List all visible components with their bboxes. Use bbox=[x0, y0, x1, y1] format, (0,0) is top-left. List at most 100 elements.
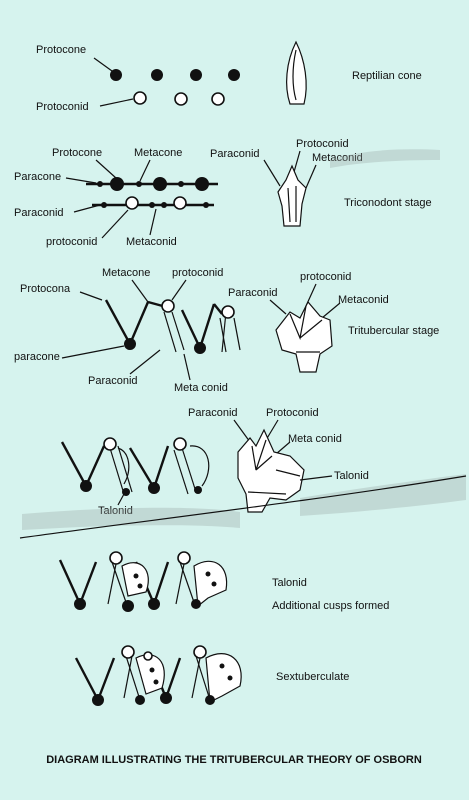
cusp-dot bbox=[151, 69, 163, 81]
main-cusp-ring bbox=[173, 196, 187, 210]
label-metaconid-2: Metaconid bbox=[312, 152, 363, 164]
v-arm bbox=[128, 447, 156, 489]
label-talonid-4b: Talonid bbox=[334, 470, 369, 482]
cusp-dot bbox=[92, 694, 104, 706]
cusp-dot bbox=[191, 599, 201, 609]
triconodont-tooth-drawing bbox=[277, 164, 307, 227]
talonid-basin bbox=[205, 653, 242, 703]
pointer-protoconid-1 bbox=[99, 98, 134, 107]
cusp-dot bbox=[194, 342, 206, 354]
cusp-ring bbox=[211, 92, 225, 106]
pointer-paracone-3 bbox=[61, 345, 125, 359]
cusp-dot bbox=[160, 692, 172, 704]
label-paraconid-4: Paraconid bbox=[188, 407, 238, 419]
pointer-protoconid-2b bbox=[101, 209, 129, 239]
label-protocone-2: Protocone bbox=[52, 147, 102, 159]
pointer-protoconid-4 bbox=[265, 419, 279, 441]
stage-triconodont: Protocone Metacone Paracone Paraconid pr… bbox=[14, 138, 440, 248]
cusp-ring bbox=[221, 305, 235, 319]
reptilian-tooth-drawing bbox=[286, 40, 307, 105]
label-protoconid-4: Protoconid bbox=[266, 407, 319, 419]
small-cusp bbox=[178, 181, 184, 187]
cusp-ring bbox=[177, 551, 191, 565]
cusp-dot bbox=[228, 69, 240, 81]
label-paracone-3: paracone bbox=[14, 351, 60, 363]
v-arm bbox=[171, 311, 185, 351]
v-arm bbox=[152, 445, 170, 489]
pointer-protocona-3 bbox=[79, 291, 103, 301]
pointer-protoconid-3 bbox=[171, 279, 187, 301]
label-talonid-4a: Talonid bbox=[98, 505, 133, 517]
cusp-ring bbox=[193, 645, 207, 659]
cusp-dot bbox=[148, 598, 160, 610]
scan-smudge bbox=[330, 149, 440, 168]
label-triconodont-stage: Triconodont stage bbox=[344, 197, 432, 209]
new-cusp bbox=[149, 667, 155, 673]
label-sextuberculate: Sextuberculate bbox=[276, 671, 349, 683]
label-tritubercular-stage: Tritubercular stage bbox=[348, 325, 439, 337]
main-cusp-dot bbox=[153, 177, 167, 191]
v-arm bbox=[191, 657, 201, 699]
v-arm bbox=[180, 309, 202, 349]
small-cusp bbox=[97, 181, 103, 187]
cusp-dot bbox=[80, 480, 92, 492]
cusp-dot bbox=[122, 600, 134, 612]
cusp-dot bbox=[190, 69, 202, 81]
cusp-dot bbox=[110, 69, 122, 81]
label-protoconid-2b: protoconid bbox=[46, 236, 97, 248]
pointer-paraconid-3a bbox=[269, 299, 287, 315]
label-paracone-2: Paracone bbox=[14, 171, 61, 183]
cusp-ring bbox=[174, 92, 188, 106]
diagram-caption: DIAGRAM ILLUSTRATING THE TRITUBERCULAR T… bbox=[46, 754, 422, 766]
v-arm bbox=[107, 563, 117, 605]
label-metacone-2: Metacone bbox=[134, 147, 182, 159]
label-metaconid-2b: Metaconid bbox=[126, 236, 177, 248]
label-metaconid-3: Metaconid bbox=[338, 294, 389, 306]
cusp-dot bbox=[205, 695, 215, 705]
pointer-protocone-1 bbox=[93, 57, 113, 72]
v-arm bbox=[78, 561, 98, 605]
v-arm bbox=[164, 657, 182, 699]
cusp-ring bbox=[121, 645, 135, 659]
pointer-metaconid-3b bbox=[183, 353, 191, 381]
label-talonid-5: Talonid bbox=[272, 577, 307, 589]
stage-tritubercular: Metacone protoconid Protocona paracone P… bbox=[14, 267, 439, 394]
small-cusp bbox=[161, 202, 167, 208]
v-arm bbox=[60, 441, 88, 487]
v-arm bbox=[96, 657, 116, 701]
new-cusp bbox=[153, 679, 159, 685]
protoconid-ring bbox=[161, 299, 175, 313]
v-arm bbox=[128, 301, 150, 345]
small-cusp bbox=[194, 486, 202, 494]
pointer-talonid-4b bbox=[299, 475, 333, 481]
pointer-paraconid-3b bbox=[129, 349, 161, 375]
label-protoconid-3: protoconid bbox=[172, 267, 223, 279]
talonid-tooth-detail bbox=[247, 439, 301, 495]
v-arm bbox=[58, 559, 82, 605]
label-metaconid-3b: Meta conid bbox=[174, 382, 228, 394]
v-arm bbox=[173, 449, 189, 495]
pointer-paraconid-2a bbox=[263, 159, 281, 187]
v-arm bbox=[117, 445, 133, 493]
stage-additional-cusps: Talonid Additional cusps formed bbox=[58, 551, 389, 612]
scan-divider-line bbox=[19, 475, 467, 539]
talonid-loop bbox=[189, 445, 210, 487]
small-cusp bbox=[136, 181, 142, 187]
cusp-ring bbox=[109, 551, 123, 565]
new-cusp bbox=[205, 571, 211, 577]
new-cusp bbox=[227, 675, 233, 681]
label-paraconid-2b: Paraconid bbox=[14, 207, 64, 219]
pointer-metaconid-2 bbox=[305, 164, 317, 189]
tritubercular-tooth-detail bbox=[289, 305, 323, 353]
v-arm bbox=[175, 563, 185, 605]
scan-smudge bbox=[22, 507, 240, 530]
paracone-dot bbox=[124, 338, 136, 350]
cusp-ring bbox=[143, 651, 153, 661]
label-protoconid-3b: protoconid bbox=[300, 271, 351, 283]
label-protocona-3: Protocona bbox=[20, 283, 71, 295]
v-arm bbox=[109, 447, 125, 495]
v-arm bbox=[74, 657, 100, 701]
cusp-ring bbox=[133, 91, 147, 105]
talonid-loop bbox=[117, 447, 130, 485]
